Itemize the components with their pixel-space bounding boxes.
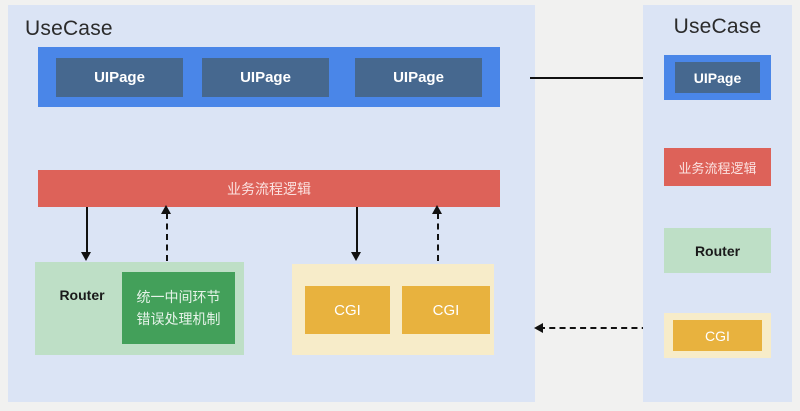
legend-uipage-item[interactable]: UIPage	[675, 62, 760, 93]
uipage-box-3[interactable]: UIPage	[355, 58, 482, 97]
router-label-text: Router	[59, 287, 105, 303]
legend-business-logic-item[interactable]: 业务流程逻辑	[664, 148, 771, 186]
legend-router-label: Router	[694, 242, 741, 259]
connector-router-to-logic-line	[166, 213, 168, 261]
router-label: Router	[43, 275, 121, 315]
uipage-box-3-label: UIPage	[393, 69, 444, 86]
cgi-box-2[interactable]: CGI	[402, 286, 490, 334]
business-logic-bar-label: 业务流程逻辑	[227, 180, 311, 197]
legend-cgi-label: CGI	[705, 327, 730, 344]
business-logic-bar[interactable]: 业务流程逻辑	[38, 170, 500, 207]
left-panel-title: UseCase	[25, 17, 113, 40]
connector-logic-to-cgi-line	[356, 207, 358, 254]
arrow-up-icon-cgi-to-logic	[432, 205, 442, 214]
unified-error-handling-box[interactable]: 统一中间环节 错误处理机制	[122, 272, 235, 344]
cgi-box-2-label: CGI	[432, 301, 460, 319]
right-panel-title: UseCase	[673, 15, 762, 38]
top-bridge-line	[530, 77, 650, 79]
legend-cgi-item[interactable]: CGI	[673, 320, 762, 351]
cgi-box-1-label: CGI	[334, 301, 361, 319]
connector-cgi-to-logic-line	[437, 213, 439, 261]
uipage-box-1[interactable]: UIPage	[56, 58, 183, 97]
bottom-bridge-line	[539, 327, 658, 329]
arrow-left-icon-bottom-bridge	[534, 323, 543, 333]
arrow-down-icon-logic-to-cgi	[351, 252, 361, 261]
legend-business-logic-label: 业务流程逻辑	[678, 160, 757, 176]
cgi-box-1[interactable]: CGI	[305, 286, 390, 334]
unified-error-handling-label: 统一中间环节 错误处理机制	[136, 289, 221, 327]
arrow-up-icon-router-to-logic	[161, 205, 171, 214]
arrow-down-icon-logic-to-router	[81, 252, 91, 261]
legend-uipage-label: UIPage	[693, 69, 742, 86]
uipage-box-1-label: UIPage	[94, 69, 145, 86]
uipage-box-2[interactable]: UIPage	[202, 58, 329, 97]
connector-logic-to-router-line	[86, 207, 88, 254]
uipage-box-2-label: UIPage	[240, 69, 291, 86]
legend-router-item[interactable]: Router	[664, 228, 771, 273]
